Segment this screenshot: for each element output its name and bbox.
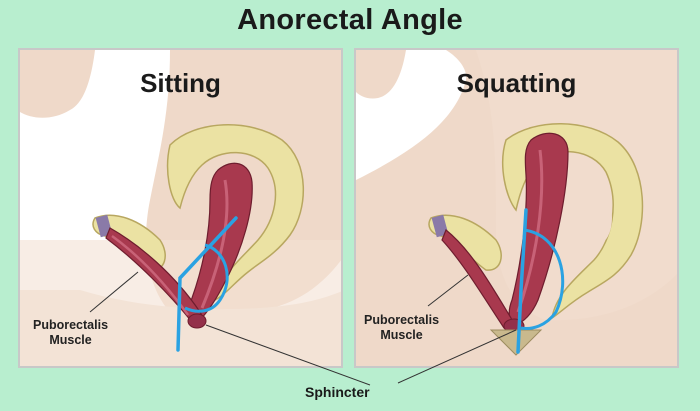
sphincter-pointer-right bbox=[398, 330, 516, 383]
sphincter-pointer-left bbox=[206, 325, 370, 385]
sphincter-label: Sphincter bbox=[305, 384, 370, 400]
